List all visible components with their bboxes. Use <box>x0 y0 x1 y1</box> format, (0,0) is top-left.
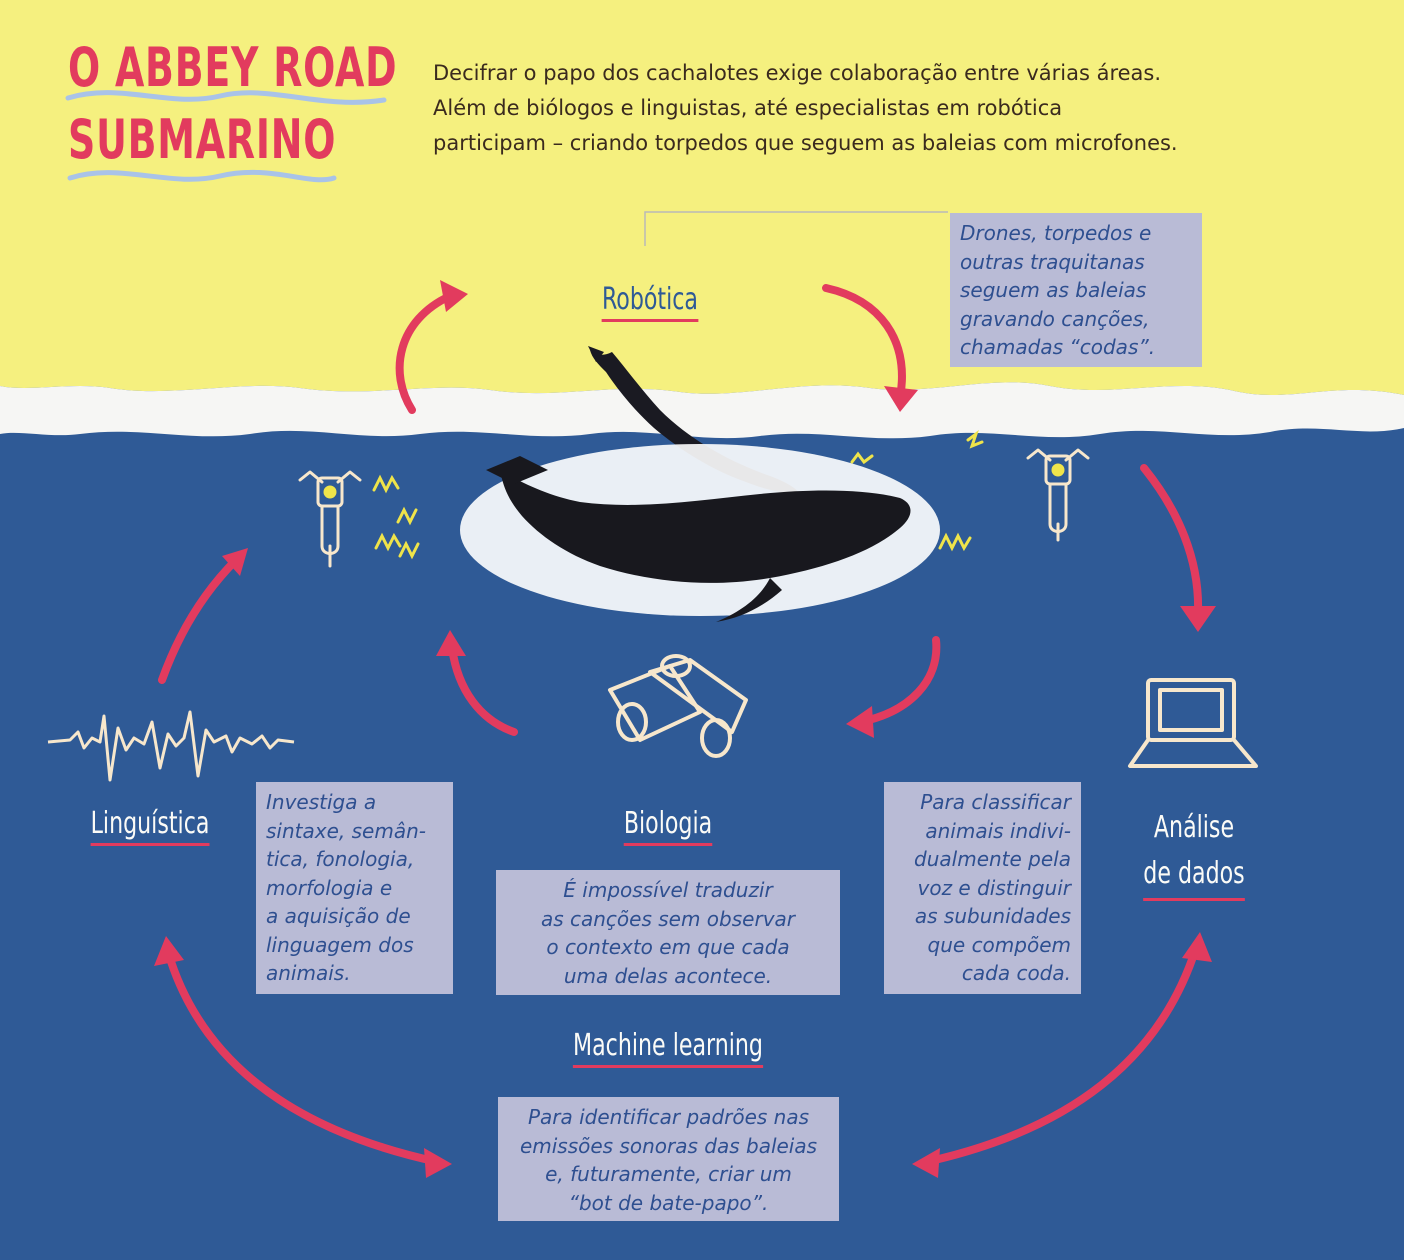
cycle-arrows <box>158 284 1203 1166</box>
label-robotica: Robótica <box>593 282 708 322</box>
note-line: Investiga a <box>266 790 377 814</box>
note-line: morfologia e <box>266 875 393 900</box>
note-line: chamadas “codas”. <box>960 335 1156 359</box>
waveform-icon <box>47 710 295 782</box>
whale-small <box>588 346 800 494</box>
title-line-1: O ABBEY ROAD <box>68 36 398 99</box>
label-analise-line2: de dados <box>1143 852 1245 901</box>
note-line: É impossível traduzir <box>563 878 773 902</box>
note-line: outras traquitanas <box>960 249 1145 274</box>
label-linguistica: Linguística <box>90 806 210 846</box>
label-biologia-text: Biologia <box>623 806 713 846</box>
note-line: voz e distinguir <box>917 875 1072 900</box>
note-biologia: É impossível traduzir as canções sem obs… <box>496 870 840 995</box>
note-line: e, futuramente, criar um <box>545 1162 792 1186</box>
intro-line: participam – criando torpedos que seguem… <box>433 131 1178 155</box>
note-robotica: Drones, torpedos e outras traquitanas se… <box>950 213 1202 367</box>
note-line: linguagem dos <box>266 932 414 957</box>
sound-squiggles <box>372 429 984 560</box>
arrow-heads <box>154 280 1216 1178</box>
note-line: tica, fonologia, <box>266 847 415 871</box>
intro-line: Decifrar o papo dos cachalotes exige col… <box>433 61 1162 85</box>
note-line: cada coda. <box>961 961 1071 985</box>
note-line: Drones, torpedos e <box>960 221 1152 245</box>
note-line: dualmente pela <box>914 847 1071 871</box>
note-line: que compõem <box>927 932 1071 957</box>
title-waves <box>65 90 387 183</box>
note-linguistica: Investiga a sintaxe, semân- tica, fonolo… <box>256 782 453 994</box>
intro-line: Além de biólogos e linguistas, até espec… <box>433 96 1063 120</box>
binoculars-icon <box>608 654 748 758</box>
label-analise: Análise de dados <box>1137 806 1252 901</box>
note-line: Para identificar padrões nas <box>527 1105 810 1129</box>
note-line: emissões sonoras das baleias <box>519 1133 818 1158</box>
note-line: “bot de bate-papo”. <box>568 1190 769 1215</box>
surf-foam <box>0 382 1404 439</box>
note-line: a aquisição de <box>266 904 411 928</box>
laptop-icon <box>1128 678 1258 768</box>
note-line: sintaxe, semân- <box>266 818 426 843</box>
drone-right-icon <box>1026 448 1090 542</box>
note-line: uma delas acontece. <box>563 963 773 988</box>
note-line: Para classificar <box>920 790 1071 814</box>
note-line: gravando canções, <box>960 306 1150 331</box>
label-linguistica-text: Linguística <box>90 806 210 846</box>
drone-left-icon <box>298 470 362 568</box>
note-analise: Para classificar animais indivi- dualmen… <box>884 782 1081 994</box>
label-biologia: Biologia <box>611 806 726 846</box>
note-line: seguem as baleias <box>960 278 1147 302</box>
title-line-2: SUBMARINO <box>68 108 337 171</box>
note-line: as subunidades <box>914 904 1071 928</box>
note-line: o contexto em que cada <box>546 935 790 959</box>
intro-paragraph: Decifrar o papo dos cachalotes exige col… <box>433 56 1393 161</box>
note-line: animais. <box>266 961 351 985</box>
whale-large <box>460 444 940 622</box>
label-analise-line1: Análise <box>1153 810 1235 845</box>
label-machine-learning: Machine learning <box>570 1028 767 1068</box>
note-line: animais indivi- <box>925 818 1071 843</box>
note-machine-learning: Para identificar padrões nas emissões so… <box>498 1097 839 1221</box>
label-robotica-text: Robótica <box>602 282 698 322</box>
note-line: as canções sem observar <box>540 906 796 931</box>
label-machine-learning-text: Machine learning <box>573 1028 763 1068</box>
connector-line <box>644 211 948 246</box>
